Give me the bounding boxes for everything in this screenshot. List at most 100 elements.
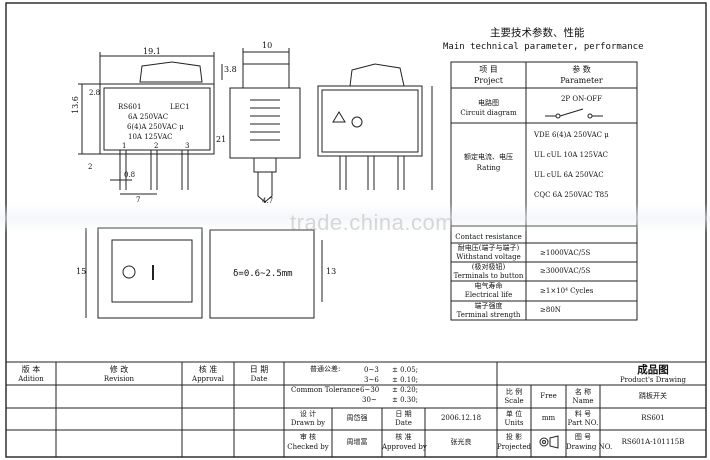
tb-approval-en: Approval <box>192 375 224 383</box>
tb-scale-en: Scale <box>504 397 524 405</box>
tb-revision-en: Revision <box>103 375 135 383</box>
tb-tol-value-1: ± 0.10; <box>392 376 419 384</box>
switch-rating-1: 6A 250VAC <box>128 113 169 121</box>
tb-date-cn: 日 期 <box>249 365 269 374</box>
row-circuit-value: 2P ON-OFF <box>560 95 603 103</box>
row-terminals-cn: (极对极钮) <box>471 263 506 271</box>
watermark-band <box>0 203 710 233</box>
tb-rev-en: Adition <box>18 375 44 383</box>
tb-revision-cn: 修 改 <box>109 365 129 374</box>
tb-drawing-no-value: RS601A-101115B <box>621 438 685 446</box>
params-title-en: Main technical parameter, performance <box>443 42 644 52</box>
tb-partno-value: RS601 <box>641 414 665 422</box>
tb-tol-range-0: 0~3 <box>364 366 379 374</box>
front-view <box>78 52 223 195</box>
dim-pitch: 7 <box>136 196 141 204</box>
dim-side-width: 10 <box>262 41 273 50</box>
dim-right-top: 3.8 <box>224 65 237 74</box>
tb-tol-range-1: 3~6 <box>364 376 379 384</box>
row-strength-cn: 端子强度 <box>474 302 503 310</box>
tb-tol-range-3: 30~ <box>362 396 377 404</box>
tb-date2-cn: 日 期 <box>395 410 412 418</box>
tb-units-en: Units <box>504 419 524 427</box>
life-value: ≥1×10⁴ Cycles <box>540 287 594 295</box>
tb-rev-cn: 版 本 <box>21 365 41 374</box>
tb-checked-by-cn: 审 核 <box>299 433 317 441</box>
tb-tol-value-2: ± 0.20; <box>392 386 419 394</box>
row-withstand-cn: 耐电压(端子与端子) <box>457 244 520 252</box>
dim-top-small: 2.8 <box>89 89 101 97</box>
side-view <box>229 48 301 203</box>
tb-projected-en: Projected <box>497 443 531 451</box>
tb-name-en: Name <box>572 397 594 405</box>
tb-tol-value-3: ± 0.30; <box>392 396 419 404</box>
tb-date2-value: 2006.12.18 <box>440 414 482 422</box>
col-project-en: Project <box>474 76 503 85</box>
dim-width: 19.1 <box>143 47 161 56</box>
pin-label-1: 1 <box>122 142 127 150</box>
tb-product-drawing-cn: 成品图 <box>637 364 669 376</box>
panel-thickness: δ=0.6~2.5mm <box>233 269 293 279</box>
tb-name-value: 跷板开关 <box>639 392 667 400</box>
row-withstand-en: Withstand voltage <box>456 253 521 261</box>
col-param-cn: 参 数 <box>572 65 591 74</box>
tb-name-cn: 名 称 <box>574 388 592 396</box>
rating-value-3: UL cUL 6A 250VAC <box>534 171 604 179</box>
tb-date-en: Date <box>250 375 268 383</box>
tb-partno-en: Part NO. <box>567 419 599 427</box>
tb-drawing-no-en: Drawing NO. <box>566 443 613 451</box>
terminals-value: ≥3000VAC/5S <box>540 267 591 275</box>
dim-side: 21 <box>216 135 227 144</box>
params-title-cn: 主要技术参数、性能 <box>490 27 585 39</box>
row-circuit-cn: 电路图 <box>478 99 499 107</box>
dim-panel-width: 13 <box>326 267 337 276</box>
row-terminals-en: Terminals to button <box>453 272 524 280</box>
dim-panel-height: 15 <box>76 267 87 276</box>
switch-rating-3: 10A 125VAC <box>128 133 173 141</box>
row-life-en: Electrical life <box>464 291 513 299</box>
dim-side-bottom: 4.7 <box>262 197 274 205</box>
row-rating-en: Rating <box>476 164 501 172</box>
tb-projected-cn: 投 影 <box>505 433 523 441</box>
withstand-value: ≥1000VAC/5S <box>540 249 591 257</box>
tb-scale-value: Free <box>540 392 557 400</box>
tb-approved-by-value: 张光良 <box>450 438 472 446</box>
row-strength-en: Terminal strength <box>456 311 521 319</box>
tb-drawn-by-en: Drawn by <box>290 419 326 427</box>
strength-value: ≥80N <box>540 306 561 314</box>
tb-checked-by-en: Checked by <box>287 443 329 451</box>
title-block-grid <box>6 361 706 457</box>
col-param-en: Parameter <box>560 76 603 85</box>
tb-product-drawing-en: Product's Drawing <box>619 376 687 384</box>
dim-terminal: 0.8 <box>124 171 136 179</box>
tb-tol-range-2: 6~30 <box>360 386 380 394</box>
tb-checked-by-value: 周增富 <box>346 438 368 446</box>
tb-tolerance-cn: 普通公差: <box>310 365 341 373</box>
rating-value-1: VDE 6(4)A 250VAC μ <box>534 131 609 139</box>
tb-approved-by-cn: 核 准 <box>395 433 412 441</box>
tb-units-cn: 单 位 <box>505 410 523 418</box>
rating-value-4: CQC 6A 250VAC T85 <box>534 191 609 199</box>
dim-small-side: 2 <box>88 163 93 171</box>
switch-marking-right: LEC1 <box>170 103 190 111</box>
watermark-text: trade.china.com <box>290 210 455 235</box>
tb-partno-cn: 料 号 <box>574 410 592 418</box>
tb-approved-by-en: Approved by <box>382 443 427 451</box>
tb-approval-cn: 核 准 <box>198 365 218 374</box>
row-life-cn: 电气寿命 <box>474 282 503 290</box>
pin-label-2: 2 <box>154 142 159 150</box>
tb-date2-en: Date <box>395 419 412 427</box>
switch-rating-2: 6(4)A 250VAC μ <box>127 123 184 131</box>
tb-scale-cn: 比 例 <box>505 388 523 396</box>
tb-drawn-by-value: 周岱强 <box>346 414 368 422</box>
row-contact-en: Contact resistance <box>455 233 522 241</box>
pin-label-3: 3 <box>185 142 190 150</box>
tb-units-value: mm <box>541 414 556 422</box>
projection-symbol-icon <box>539 435 559 449</box>
dim-height-left: 13.6 <box>71 96 80 114</box>
tb-drawn-by-cn: 设 计 <box>299 410 317 418</box>
tb-tolerance-en: Common Tolerance <box>291 386 360 394</box>
col-project-cn: 项 目 <box>479 65 498 74</box>
tb-tol-value-0: ± 0.05; <box>392 366 419 374</box>
